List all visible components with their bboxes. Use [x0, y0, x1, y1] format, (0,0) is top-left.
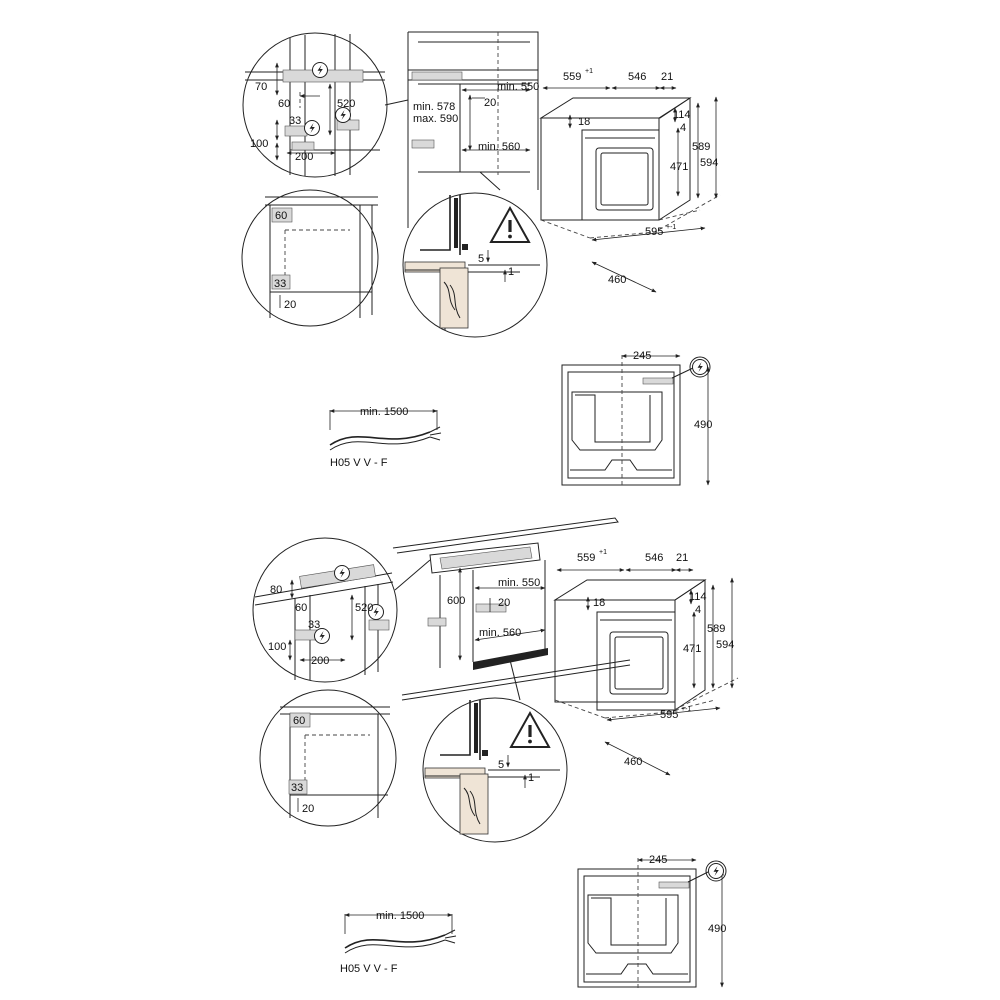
- dimension-label: 1: [508, 266, 514, 278]
- dimension-label: 1: [528, 772, 534, 784]
- dimension-label: 33: [308, 619, 320, 631]
- dimension-label: 60: [278, 98, 290, 110]
- dimension-label: 18: [593, 597, 605, 609]
- dimension-label: min. 550: [498, 577, 540, 589]
- dimension-label: max. 590: [413, 113, 458, 125]
- bottom-cabinet-niche: 600 min. 550 20 min. 560: [427, 560, 548, 701]
- dimension-superscript: +-1: [666, 224, 676, 231]
- warning-triangle-icon: [510, 712, 550, 748]
- dimension-label: 546: [645, 552, 663, 564]
- cable-type-label: H05 V V - F: [340, 963, 398, 975]
- top-detail-circle-mounting: 5 1: [402, 192, 548, 338]
- dimension-label: 18: [578, 116, 590, 128]
- bottom-detail-circle-mounting: 5 1: [422, 697, 568, 843]
- dimension-label: 520: [337, 98, 355, 110]
- dimension-label: 594: [716, 639, 734, 651]
- bottom-detail-circle-connection: 80 60 520 33 100 200: [252, 537, 431, 683]
- dimension-label: 70: [255, 81, 267, 93]
- dimension-label: 100: [250, 138, 268, 150]
- dimension-label: 520: [355, 602, 373, 614]
- bottom-installation: 80 60 520 33 100 200 60 33 20: [252, 517, 739, 990]
- dimension-label: min. 560: [479, 627, 521, 639]
- dimension-label: 33: [289, 115, 301, 127]
- dimension-label: 5: [498, 759, 504, 771]
- dimension-label: 60: [295, 602, 307, 614]
- top-cabinet-niche: min. 578 max. 590 min. 550 20 min. 560: [407, 31, 539, 228]
- cable-length-label: min. 1500: [376, 910, 424, 922]
- cable-type-label: H05 V V - F: [330, 457, 388, 469]
- dimension-label: 471: [670, 161, 688, 173]
- dimension-label: 21: [676, 552, 688, 564]
- dimension-label: 33: [291, 782, 303, 794]
- bottom-cable-diagram: min. 1500 H05 V V - F: [340, 910, 457, 975]
- dimension-label: 589: [692, 141, 710, 153]
- top-detail-circle-niche: 60 33 20: [241, 189, 379, 327]
- top-oven-back-view: 245 490: [561, 350, 712, 488]
- dimension-label: min. 578: [413, 101, 455, 113]
- dimension-label: 21: [661, 71, 673, 83]
- dimension-label: 4: [680, 122, 686, 134]
- dimension-label: 460: [624, 756, 642, 768]
- top-installation: 70 60 520 33 100 200 60 33 20: [241, 31, 721, 488]
- dimension-label: 200: [311, 655, 329, 667]
- dimension-label: 595: [645, 226, 663, 238]
- dimension-label: 33: [274, 278, 286, 290]
- dimension-label: 595: [660, 709, 678, 721]
- dimension-label: 589: [707, 623, 725, 635]
- electric-connection-icon: [304, 120, 320, 136]
- dimension-label: 5: [478, 253, 484, 265]
- top-detail-circle-connection: 70 60 520 33 100 200: [242, 32, 409, 178]
- dimension-label: 200: [295, 151, 313, 163]
- bottom-detail-circle-niche: 60 33 20: [259, 689, 397, 827]
- dimension-label: 114: [689, 591, 707, 603]
- dimension-label: 80: [270, 584, 282, 596]
- dimension-label: 20: [302, 803, 314, 815]
- dimension-label: min. 560: [478, 141, 520, 153]
- warning-triangle-icon: [490, 207, 530, 243]
- dimension-label: 460: [608, 274, 626, 286]
- electric-connection-icon: [692, 359, 708, 375]
- dimension-label: 4: [695, 604, 701, 616]
- electric-connection-icon: [708, 863, 724, 879]
- dimension-superscript: +1: [585, 68, 593, 75]
- dimension-label: 600: [447, 595, 465, 607]
- bottom-oven-drawing: 559 +1 546 21 18 114 4 471 589 594 595 +…: [553, 549, 739, 776]
- dimension-label: 490: [708, 923, 726, 935]
- electric-connection-icon: [334, 565, 350, 581]
- dimension-label: 594: [700, 157, 718, 169]
- electric-connection-icon: [312, 62, 328, 78]
- dimension-label: 60: [293, 715, 305, 727]
- dimension-superscript: +1: [599, 549, 607, 556]
- dimension-label: 20: [484, 97, 496, 109]
- top-oven-drawing: 559 +1 546 21 18 114 4 471 589 594 595 +…: [539, 68, 721, 293]
- top-cable-diagram: min. 1500 H05 V V - F: [329, 406, 442, 469]
- dimension-label: 490: [694, 419, 712, 431]
- dimension-label: 114: [673, 109, 691, 121]
- cable-length-label: min. 1500: [360, 406, 408, 418]
- dimension-label: 245: [633, 350, 651, 362]
- dimension-label: 20: [284, 299, 296, 311]
- dimension-label: 100: [268, 641, 286, 653]
- bottom-oven-back-view: 245 490: [577, 854, 727, 990]
- dimension-label: 559: [577, 552, 595, 564]
- dimension-label: 559: [563, 71, 581, 83]
- dimension-label: 245: [649, 854, 667, 866]
- dimension-label: 20: [498, 597, 510, 609]
- dimension-label: 471: [683, 643, 701, 655]
- dimension-label: 60: [275, 210, 287, 222]
- dimension-superscript: +-1: [681, 706, 691, 713]
- dimension-label: 546: [628, 71, 646, 83]
- dimension-label: min. 550: [497, 81, 539, 93]
